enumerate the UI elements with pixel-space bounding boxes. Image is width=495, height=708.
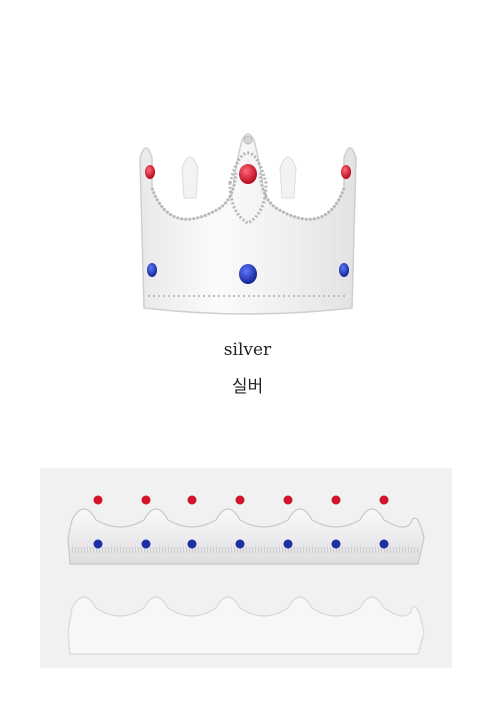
blue-gem <box>379 539 389 549</box>
blue-gem <box>239 264 257 284</box>
blue-gem <box>283 539 293 549</box>
red-gem <box>235 495 245 505</box>
red-gem <box>239 164 257 184</box>
red-gem <box>187 495 197 505</box>
red-gem <box>93 495 103 505</box>
red-gem <box>331 495 341 505</box>
red-gem <box>141 495 151 505</box>
flat-crown-pieces-image <box>40 468 452 668</box>
crown-strip-front <box>67 508 425 565</box>
crown-product-image <box>130 128 366 318</box>
red-gem <box>145 165 155 179</box>
blue-gem <box>339 263 349 277</box>
blue-gem <box>147 263 157 277</box>
blue-gem <box>331 539 341 549</box>
red-gem <box>341 165 351 179</box>
red-gem <box>283 495 293 505</box>
blue-gem <box>141 539 151 549</box>
color-name-korean: 실버 <box>231 377 264 397</box>
blue-gem <box>93 539 103 549</box>
color-name-english: silver <box>223 340 272 360</box>
crown-strip-back <box>67 596 425 655</box>
blue-gem <box>235 539 245 549</box>
blue-gem <box>187 539 197 549</box>
red-gem <box>379 495 389 505</box>
